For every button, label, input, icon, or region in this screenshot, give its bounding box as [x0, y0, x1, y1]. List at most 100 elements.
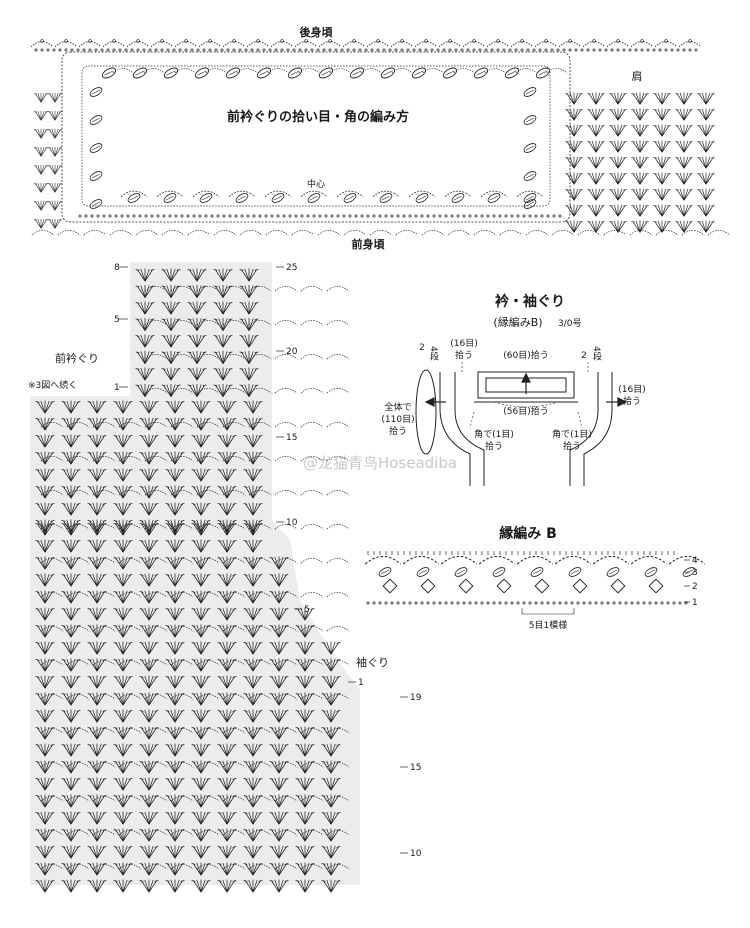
leaf-mark	[286, 66, 304, 80]
leaf-mark	[414, 192, 430, 204]
fan-mark	[113, 879, 133, 893]
scallop-mark	[198, 39, 222, 48]
row-number: 5	[114, 315, 120, 325]
leaf-mark	[529, 566, 545, 578]
chain-arc	[326, 286, 350, 292]
fan-mark	[630, 220, 650, 233]
chain-arc	[300, 422, 324, 428]
chain-arc	[421, 230, 445, 236]
fan-mark	[608, 108, 628, 121]
fan-mark	[630, 124, 650, 137]
fan-mark	[608, 124, 628, 137]
row-number: 15	[410, 763, 421, 773]
fan-mark	[586, 92, 606, 105]
fan-mark	[34, 200, 48, 211]
row-number: 25	[286, 263, 297, 273]
fan-mark	[608, 156, 628, 169]
rows-left-sub: 4段	[428, 346, 439, 362]
collar-armhole-schematic: 衿・袖ぐり (縁編みB) 3/0号	[381, 293, 646, 486]
scallop-mark	[414, 39, 438, 48]
scallop-mark	[486, 39, 510, 48]
row-number: 10	[286, 518, 298, 528]
fan-mark	[564, 124, 584, 137]
leaf-mark	[450, 192, 466, 204]
fan-mark	[652, 140, 672, 153]
leaf-mark	[193, 66, 211, 80]
leaf-mark	[503, 66, 521, 80]
leaf-mark	[88, 142, 104, 154]
leaf-mark	[522, 198, 538, 210]
fan-mark	[48, 164, 62, 175]
row-number: 1	[114, 383, 120, 393]
chain-arc	[326, 490, 350, 496]
fan-mark	[696, 124, 716, 137]
leaf-mark	[348, 66, 366, 80]
leaf-mark	[410, 66, 428, 80]
fan-mark	[696, 188, 716, 201]
chain-arc	[516, 555, 554, 565]
leaf-mark	[224, 66, 242, 80]
fan-mark	[48, 200, 62, 211]
chain-arc	[135, 230, 159, 236]
chain-arc	[326, 354, 350, 360]
fan-mark	[217, 879, 237, 893]
row-number: 8	[114, 263, 120, 273]
fan-mark	[34, 92, 48, 103]
fan-mark	[696, 156, 716, 169]
scallop-mark	[222, 39, 246, 48]
chain-arc	[143, 68, 165, 74]
edging-pattern	[364, 551, 706, 605]
chain-arc	[161, 230, 185, 236]
scallop-mark	[126, 39, 150, 48]
leaf-mark	[131, 66, 149, 80]
chain-arc	[274, 286, 298, 292]
v-stitch-mark	[572, 578, 588, 594]
row-number: 10	[410, 849, 422, 859]
leaf-mark	[486, 192, 502, 204]
chain-arc	[57, 230, 81, 236]
chain-arc	[369, 230, 393, 236]
front-neck-label: 前衿ぐり	[55, 351, 99, 365]
scallop-mark	[246, 39, 270, 48]
fan-mark	[696, 204, 716, 217]
continue-note: ※3図へ続く	[28, 379, 77, 391]
fan-mark	[564, 220, 584, 233]
shoulder-pattern	[564, 92, 716, 233]
chain-arc	[525, 230, 549, 236]
chain-arc	[554, 555, 592, 565]
fan-mark	[48, 182, 62, 193]
leaf-mark	[100, 66, 118, 80]
fan-mark	[586, 124, 606, 137]
row-number: 4	[692, 556, 698, 566]
chain-arc	[213, 230, 237, 236]
fan-mark	[586, 156, 606, 169]
fan-mark	[295, 879, 315, 893]
chain-arc	[655, 230, 679, 236]
leaf-mark	[522, 170, 538, 182]
scallop-mark	[78, 39, 102, 48]
chain-arc	[440, 555, 478, 565]
chain-arc	[326, 320, 350, 326]
chain-arc	[267, 68, 289, 74]
chain-arc	[326, 626, 350, 632]
edging-title: 縁編み B	[499, 525, 557, 542]
scallop-mark	[294, 39, 318, 48]
leaf-mark	[88, 86, 104, 98]
corner-right-a: 角で(1目)	[552, 428, 592, 440]
chain-arc	[326, 592, 350, 598]
fan-mark	[674, 124, 694, 137]
chain-arc	[603, 230, 627, 236]
leaf-mark	[522, 86, 538, 98]
fan-mark	[586, 172, 606, 185]
fan-mark	[674, 204, 694, 217]
scallop-mark	[54, 39, 78, 48]
chain-arc	[473, 230, 497, 236]
fan-mark	[608, 172, 628, 185]
scallop-mark	[150, 39, 174, 48]
chain-arc	[274, 490, 298, 496]
chain-arc	[274, 320, 298, 326]
fan-mark	[87, 879, 107, 893]
